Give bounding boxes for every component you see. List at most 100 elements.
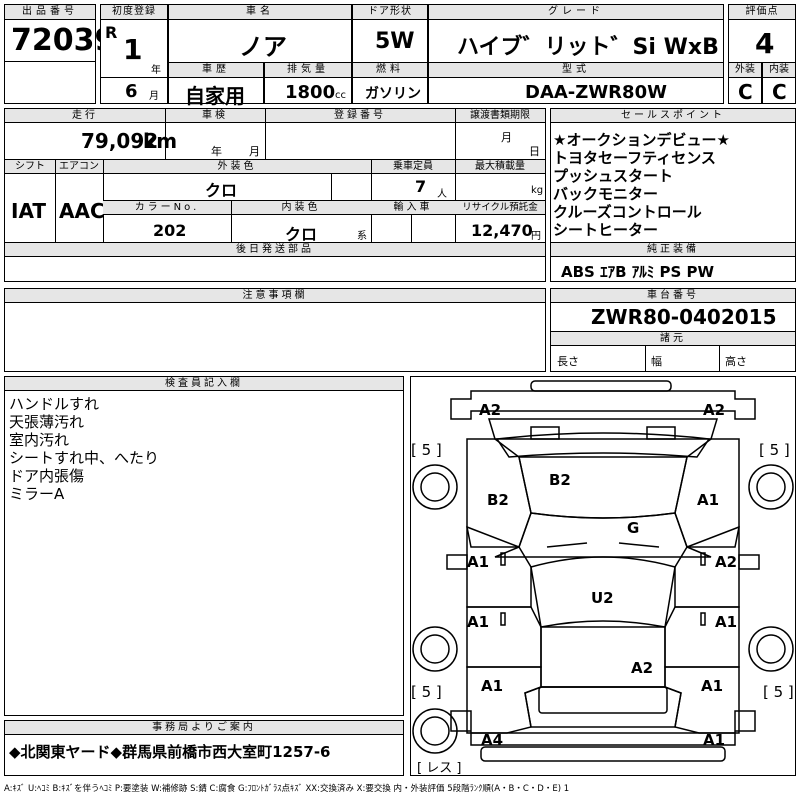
later-parts-label: 後日発送部品 bbox=[5, 243, 545, 256]
mark-quarter-right: A1 bbox=[701, 677, 724, 695]
inspector-note: ミラーA bbox=[9, 485, 65, 503]
max-load-label: 最大積載量 bbox=[455, 160, 545, 173]
chassis-block: 車台番号 ZWR80-0402015 諸元 長さ 幅 高さ bbox=[550, 288, 796, 372]
ext-color: クロ bbox=[205, 181, 238, 200]
office-block: 事務局よりご案内 ◆北関東ヤード◆群馬県前橋市西大室町1257-6 bbox=[4, 720, 404, 776]
notes-block: 注意事項欄 bbox=[4, 288, 546, 372]
lot-label: 出品番号 bbox=[5, 5, 95, 20]
color-no: 202 bbox=[153, 221, 187, 240]
score-label: 評価点 bbox=[729, 5, 795, 20]
interior-grade-label: 内装 bbox=[763, 63, 795, 78]
fuel-cell: 燃料 ガソリン bbox=[352, 62, 428, 104]
sales-points-list: ★オークションデビュー★ トヨタセーフティセンス プッシュスタート バックモニタ… bbox=[553, 131, 730, 239]
car-name: ノア bbox=[239, 33, 287, 61]
header-info-block: 出品番号 72039 初度登録 R 1 年 6 月 車名 ノア ドア形状 5W … bbox=[4, 4, 796, 108]
lot-number: 72039 bbox=[11, 23, 116, 58]
width-label: 幅 bbox=[651, 355, 662, 368]
transfer-month-unit: 月 bbox=[501, 131, 512, 144]
interior-grade: C bbox=[772, 80, 787, 104]
mark-door-fl: A1 bbox=[467, 553, 490, 571]
first-reg-month: 6 bbox=[125, 81, 138, 102]
interior-grade-cell: 内装 C bbox=[762, 62, 796, 104]
sales-point: プッシュスタート bbox=[553, 167, 674, 185]
mark-door-rl: A1 bbox=[467, 613, 490, 631]
inspector-note: ドア内張傷 bbox=[9, 467, 85, 485]
history-cell: 車歴 自家用 bbox=[168, 62, 264, 108]
shift-label: シフト bbox=[5, 160, 55, 173]
sales-points-block: セールスポイント ★オークションデビュー★ トヨタセーフティセンス プッシュスタ… bbox=[550, 108, 796, 282]
inspector-note: 室内汚れ bbox=[9, 431, 70, 449]
exterior-grade-label: 外装 bbox=[729, 63, 761, 78]
equipment: ABS ｴｱB ｱﾙﾐ PS PW bbox=[561, 263, 715, 281]
first-reg-year: 1 bbox=[123, 33, 143, 66]
inspector-note: ハンドルすれ bbox=[9, 395, 100, 413]
notes-label: 注意事項欄 bbox=[5, 289, 545, 302]
height-label: 高さ bbox=[725, 355, 747, 368]
mileage-unit: km bbox=[143, 129, 178, 153]
exterior-grade: C bbox=[738, 80, 753, 104]
history: 自家用 bbox=[185, 84, 245, 108]
mark-door-rr: A1 bbox=[715, 613, 738, 631]
car-outline bbox=[412, 380, 794, 762]
sales-point: クルーズコントロール bbox=[553, 203, 702, 221]
mark-fender-right: A1 bbox=[697, 491, 720, 509]
sales-point: バックモニター bbox=[553, 185, 659, 203]
import-label: 輸入車 bbox=[371, 201, 455, 214]
door-label: ドア形状 bbox=[353, 5, 427, 20]
chassis-number: ZWR80-0402015 bbox=[591, 305, 777, 329]
mark-front-right: A2 bbox=[703, 401, 726, 419]
inspection-label: 車検 bbox=[165, 109, 265, 122]
first-reg-label: 初度登録 bbox=[101, 5, 167, 20]
damage-legend: A:ｷｽﾞ U:ﾍｺﾐ B:ｷｽﾞを伴うﾍｺﾐ P:要塗装 W:補修跡 S:錆 … bbox=[4, 784, 570, 794]
inspection-month-unit: 月 bbox=[249, 145, 260, 158]
shift: IAT bbox=[11, 199, 47, 223]
recycle-fee: 12,470 bbox=[471, 221, 533, 240]
sales-point: トヨタセーフティセンス bbox=[553, 149, 716, 167]
first-reg-month-unit: 月 bbox=[149, 91, 159, 102]
int-color-unit: 系 bbox=[357, 231, 367, 242]
inspector-note: シートすれ中、へたり bbox=[9, 449, 160, 467]
mark-tailgate: A2 bbox=[631, 659, 654, 677]
recycle-label: リサイクル預託金 bbox=[455, 201, 545, 214]
mark-windshield: G bbox=[627, 519, 640, 537]
displacement-unit: cc bbox=[335, 90, 346, 101]
mark-hood: B2 bbox=[549, 471, 571, 489]
grade: ハイブ゛リット゛Si WxB 2 bbox=[457, 35, 742, 60]
displacement: 1800 bbox=[285, 82, 336, 103]
inspector-block: 検査員記入欄 ハンドルすれ 天張薄汚れ 室内汚れ シートすれ中、へたり ドア内張… bbox=[4, 376, 404, 716]
inspector-notes: ハンドルすれ 天張薄汚れ 室内汚れ シートすれ中、へたり ドア内張傷 ミラーA bbox=[9, 395, 159, 503]
car-name-label: 車名 bbox=[169, 5, 351, 20]
score-cell: 評価点 4 bbox=[728, 4, 796, 64]
transfer-day-unit: 日 bbox=[529, 145, 540, 158]
tire-fr: [ 5 ] bbox=[759, 441, 790, 459]
exterior-grade-cell: 外装 C bbox=[728, 62, 762, 104]
mileage-label: 走行 bbox=[5, 109, 165, 122]
mark-door-fr: A2 bbox=[715, 553, 738, 571]
recycle-unit: 円 bbox=[531, 231, 541, 242]
car-name-cell: 車名 ノア bbox=[168, 4, 352, 64]
int-color-label: 内装色 bbox=[231, 201, 371, 214]
capacity-label: 乗車定員 bbox=[371, 160, 455, 173]
door-type: 5W bbox=[375, 29, 415, 54]
grade-label: グレード bbox=[429, 5, 723, 20]
inspector-note: 天張薄汚れ bbox=[9, 413, 85, 431]
score: 4 bbox=[755, 27, 775, 60]
reg-number-label: 登録番号 bbox=[265, 109, 455, 122]
mark-rear-right: A1 bbox=[703, 731, 726, 749]
spec-block: 走行 車検 登録番号 譲渡書類期限 79,092 km 年 月 月 日 シフト … bbox=[4, 108, 546, 282]
tire-rl: [ 5 ] bbox=[411, 683, 442, 701]
inspector-label: 検査員記入欄 bbox=[5, 377, 403, 390]
inspection-year-unit: 年 bbox=[211, 145, 222, 158]
max-load-unit: kg bbox=[531, 185, 544, 196]
mark-roof: U2 bbox=[591, 589, 614, 607]
model-code: DAA-ZWR80W bbox=[525, 82, 667, 103]
mark-front-left: A2 bbox=[479, 401, 502, 419]
capacity-unit: 人 bbox=[437, 189, 447, 200]
transfer-doc-label: 譲渡書類期限 bbox=[455, 109, 545, 122]
model-code-label: 型式 bbox=[429, 63, 723, 78]
tire-fl: [ 5 ] bbox=[411, 441, 442, 459]
first-reg-year-unit: 年 bbox=[151, 65, 161, 76]
ext-color-label: 外装色 bbox=[103, 160, 371, 173]
displacement-cell: 排気量 1800 cc bbox=[264, 62, 352, 104]
capacity: 7 bbox=[415, 177, 427, 196]
